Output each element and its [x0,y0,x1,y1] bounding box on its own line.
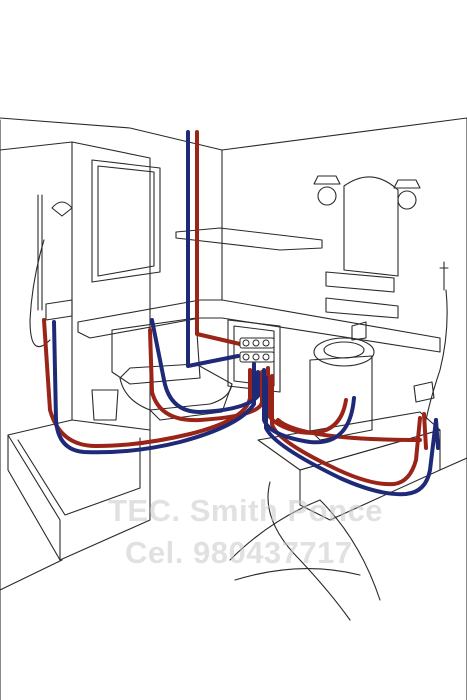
cold-line-basin [262,368,356,445]
cold-line-handshower [434,418,440,450]
hot-line-handshower [276,412,428,450]
hot-line-tub [270,374,422,487]
cold-line-shower [52,320,256,455]
hot-riser [195,130,242,346]
hot-water-pipes [42,130,428,487]
cold-water-pipes [52,130,440,497]
cold-line-tub [264,376,438,497]
manifold [239,337,275,363]
room-outline [0,117,467,700]
cold-line-toilet [150,318,260,414]
cold-riser [186,130,240,368]
hot-line-toilet [148,328,264,423]
